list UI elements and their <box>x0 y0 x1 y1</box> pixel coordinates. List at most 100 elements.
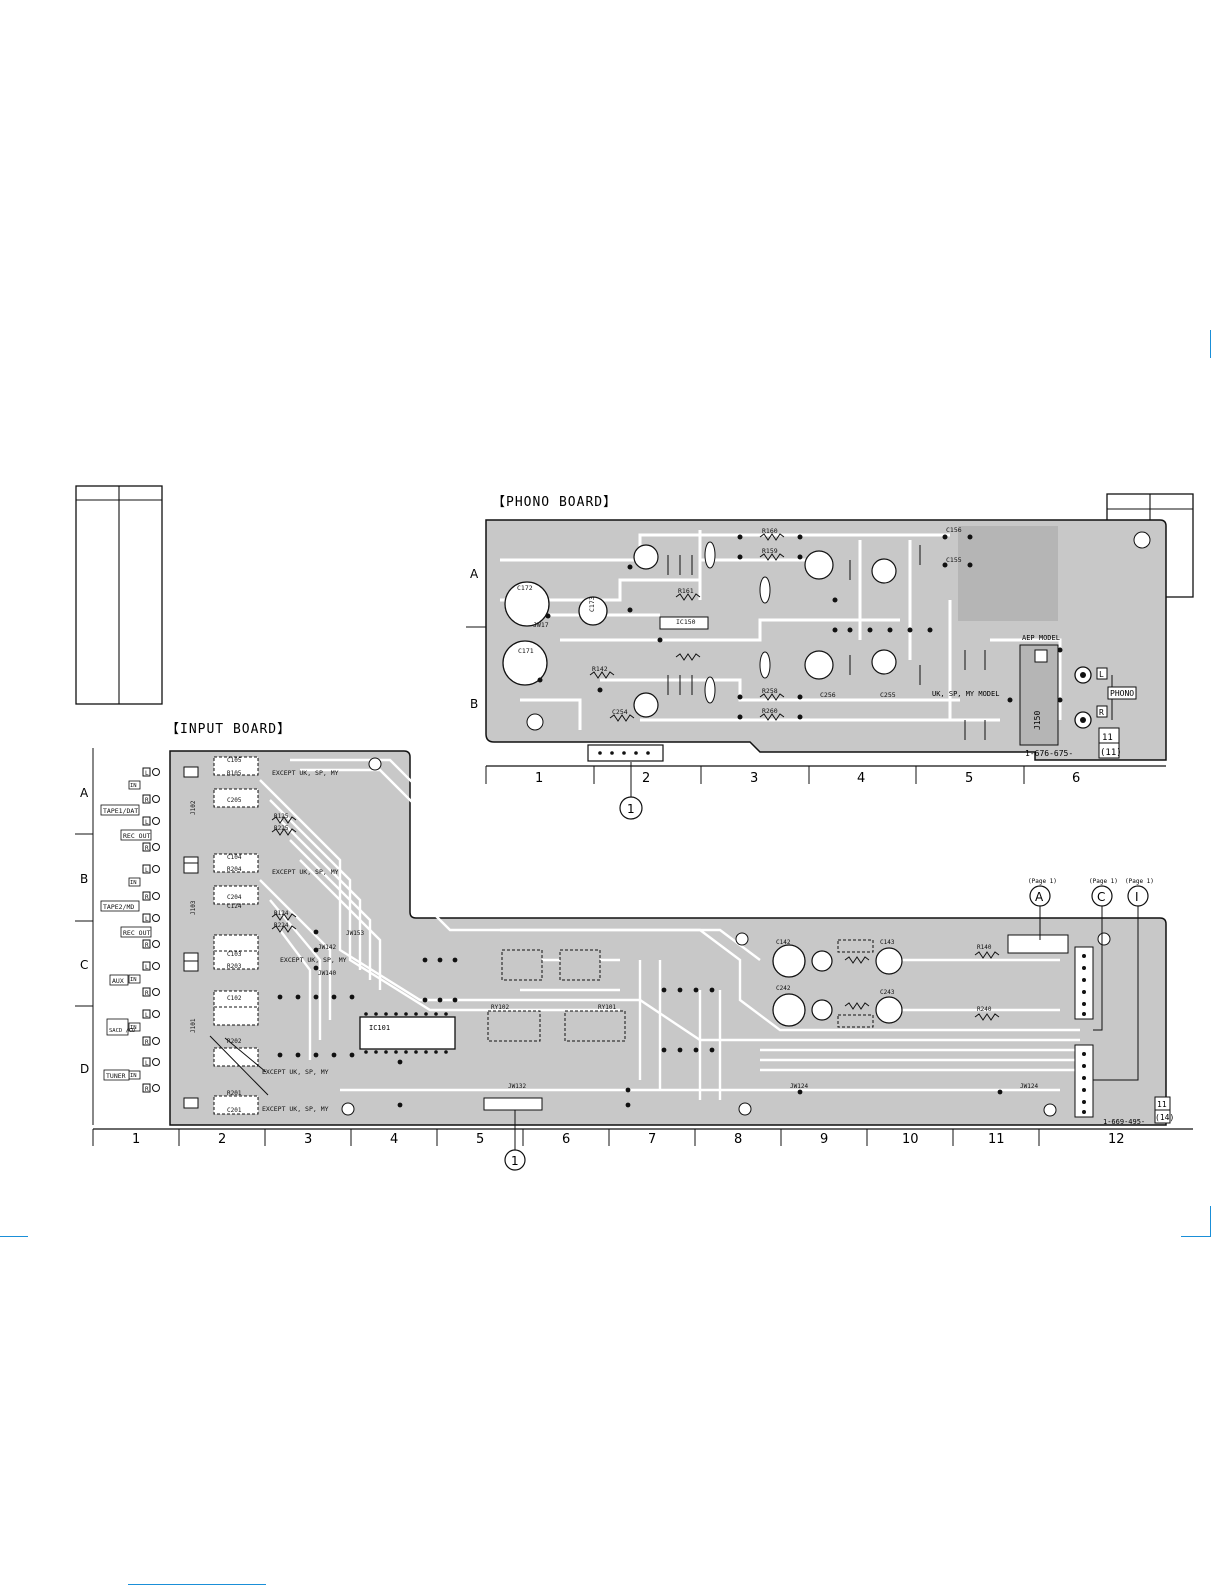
phono-page-ref-b: (11) <box>1100 748 1122 758</box>
input-comp: RY102 <box>491 1004 509 1011</box>
phono-part-number: 1-676-675- <box>1025 749 1073 758</box>
phono-comp: R142 <box>592 665 608 673</box>
svg-text:J102: J102 <box>190 800 197 815</box>
input-comp: C105 <box>227 757 242 764</box>
svg-text:L: L <box>145 916 149 923</box>
page-ref-c: (Page 1) C <box>1089 878 1118 1031</box>
phono-board-outline: J150 AEP MODEL UK, SP, MY MODEL <box>485 519 1167 762</box>
input-comp: C103 <box>227 951 242 958</box>
input-io-label: IN <box>130 1025 137 1031</box>
input-row-c: C <box>80 958 88 972</box>
input-col-7: 7 <box>648 1132 656 1147</box>
phono-row-b: B <box>470 697 478 711</box>
phono-comp: C256 <box>820 691 836 699</box>
phono-ch-l: L <box>1099 670 1104 679</box>
phono-jack-label: PHONO <box>1110 689 1134 698</box>
input-row-b: B <box>80 872 88 886</box>
input-jack-label: REC OUT <box>123 832 150 840</box>
phono-comp: C172 <box>517 584 533 592</box>
input-comp: JW132 <box>508 1083 526 1090</box>
input-comp: R225 <box>274 825 289 832</box>
phono-board-title: 【PHONO BOARD】 <box>492 495 617 510</box>
phono-comp: R258 <box>762 687 778 695</box>
phono-connector-ref <box>619 796 643 820</box>
svg-text:C: C <box>1097 890 1105 904</box>
page-ref-i: (Page 1) I <box>1093 878 1154 1081</box>
phono-row-a: A <box>470 567 479 581</box>
phono-comp: C254 <box>612 708 628 716</box>
input-comp: C124 <box>227 903 242 910</box>
input-board-outline: J102 J103 J101 <box>169 750 1167 1126</box>
input-note: EXCEPT UK, SP, MY <box>262 1068 329 1076</box>
svg-text:L: L <box>145 1012 149 1019</box>
phono-col-5: 5 <box>965 771 973 786</box>
input-comp: JW124 <box>790 1083 808 1090</box>
svg-text:A: A <box>1035 890 1044 904</box>
input-io-label: IN <box>130 977 137 983</box>
input-col-10: 10 <box>902 1132 919 1147</box>
input-jack-label: REC OUT <box>123 929 150 937</box>
input-comp: C204 <box>227 894 242 901</box>
input-io-label: IN <box>130 1073 137 1079</box>
input-comp: R224 <box>274 922 289 929</box>
phono-col-1: 1 <box>535 771 543 786</box>
input-comp: C143 <box>880 939 895 946</box>
svg-text:J101: J101 <box>190 1018 197 1033</box>
input-jack-terminals <box>142 767 151 1093</box>
input-comp: C102 <box>227 995 242 1002</box>
input-comp: RY101 <box>598 1004 616 1011</box>
input-comp: C243 <box>880 989 895 996</box>
svg-text:J103: J103 <box>190 900 197 915</box>
svg-text:(Page 1): (Page 1) <box>1125 878 1154 885</box>
svg-text:L: L <box>145 867 149 874</box>
input-comp: C142 <box>776 939 791 946</box>
input-comp: R203 <box>227 963 242 970</box>
svg-text:R: R <box>145 1039 149 1046</box>
phono-ch-r: R <box>1099 708 1104 717</box>
input-comp: R125 <box>274 813 289 820</box>
input-comp: R202 <box>227 1038 242 1045</box>
svg-text:R: R <box>145 1086 149 1093</box>
input-jack-label: TAPE2/MD <box>103 903 134 911</box>
input-col-4: 4 <box>390 1132 398 1147</box>
phono-col-4: 4 <box>857 771 865 786</box>
crop-mark <box>0 1236 28 1237</box>
phono-note-aep: AEP MODEL <box>1022 634 1060 642</box>
input-io-label: IN <box>130 783 137 789</box>
phono-jack-ref: J150 <box>1033 711 1042 730</box>
input-board-title: 【INPUT BOARD】 <box>166 722 291 737</box>
input-col-5: 5 <box>476 1132 484 1147</box>
phono-comp: C255 <box>880 691 896 699</box>
input-col-12: 12 <box>1108 1132 1125 1147</box>
input-jack-label: SACD /CD <box>109 1028 136 1034</box>
crop-mark <box>1210 330 1211 358</box>
phono-comp: R159 <box>762 547 778 555</box>
input-ic-ref: IC101 <box>369 1024 390 1032</box>
input-comp: JW142 <box>318 944 336 951</box>
input-col-8: 8 <box>734 1132 742 1147</box>
crop-mark <box>1210 1206 1211 1237</box>
input-comp: R204 <box>227 866 242 873</box>
input-comp: JW140 <box>318 970 336 977</box>
input-comp: R124 <box>274 910 289 917</box>
input-comp: R201 <box>227 1090 242 1097</box>
input-note: EXCEPT UK, SP, MY <box>272 868 339 876</box>
phono-col-2: 2 <box>642 771 650 786</box>
input-comp: JW124 <box>1020 1083 1038 1090</box>
input-page-ref-a: 11 <box>1157 1100 1167 1109</box>
svg-text:L: L <box>145 770 149 777</box>
input-col-6: 6 <box>562 1132 570 1147</box>
legend-table-left <box>75 485 163 705</box>
input-jack-label: TAPE1/DAT <box>103 807 138 815</box>
crop-mark <box>1181 1236 1211 1237</box>
svg-text:L: L <box>145 964 149 971</box>
phono-column-ruler <box>485 765 1166 784</box>
svg-text:I: I <box>1135 890 1139 904</box>
input-connector-ref-label: 1 <box>511 1154 519 1168</box>
input-connector-ref <box>504 1149 526 1171</box>
phono-comp: C173 <box>588 596 596 612</box>
input-note: EXCEPT UK, SP, MY <box>262 1105 329 1113</box>
page-ref-a: (Page 1) A <box>1028 878 1057 940</box>
input-column-ruler <box>92 1128 1193 1146</box>
